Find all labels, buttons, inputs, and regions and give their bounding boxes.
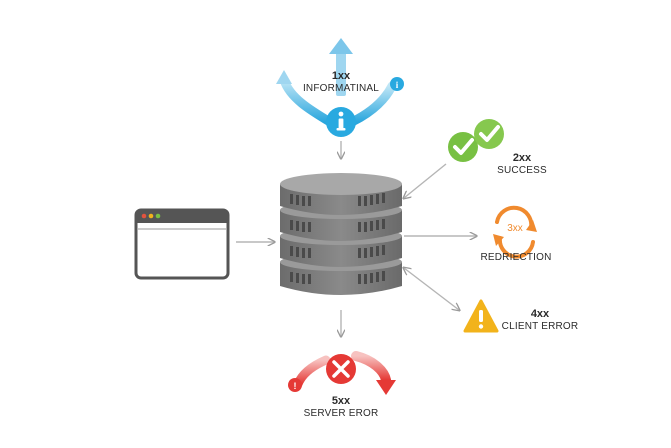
server-error-name: SERVER EROR xyxy=(303,407,379,419)
success-name: SUCCESS xyxy=(497,164,547,176)
server-error-label: 5xx SERVER EROR xyxy=(296,395,386,419)
warning-icon xyxy=(463,299,499,333)
informational-group: i xyxy=(276,38,404,137)
redirection-label: REDRIECTION xyxy=(476,252,556,264)
server-error-right-arrow xyxy=(351,351,391,385)
redirection-code: 3xx xyxy=(507,223,523,234)
browser-window-icon xyxy=(134,208,230,280)
informational-label: 1xx INFORMATINAL xyxy=(296,70,386,94)
error-badge-small-icon: ! xyxy=(288,378,302,392)
client-error-code: 4xx xyxy=(530,308,550,320)
connector-client-error xyxy=(404,268,459,310)
server-error-left-arrow xyxy=(293,355,331,389)
informational-left-arrowhead xyxy=(276,70,292,84)
circular-arrows-icon xyxy=(493,205,537,259)
informational-left-arrow xyxy=(279,75,335,127)
svg-text:!: ! xyxy=(294,381,297,391)
redirection-code-label: 3xx xyxy=(500,223,530,235)
info-icon xyxy=(326,107,356,137)
x-icon xyxy=(326,354,356,384)
success-code: 2xx xyxy=(512,152,532,164)
informational-up-arrowhead xyxy=(329,38,353,54)
server-stack-icon xyxy=(280,173,402,295)
connector-success xyxy=(404,163,447,198)
double-check-icon xyxy=(448,119,504,162)
svg-text:i: i xyxy=(396,80,399,90)
informational-name: INFORMATINAL xyxy=(302,82,380,94)
server-error-code: 5xx xyxy=(331,395,351,407)
informational-code: 1xx xyxy=(331,70,351,82)
client-error-label: 4xx CLIENT ERROR xyxy=(496,308,584,332)
client-error-name: CLIENT ERROR xyxy=(501,320,579,332)
redirection-name: REDRIECTION xyxy=(480,252,552,263)
info-badge-small-icon: i xyxy=(390,77,404,91)
success-label: 2xx SUCCESS xyxy=(486,152,558,176)
informational-up-arrow xyxy=(336,52,346,96)
server-error-group: ! xyxy=(288,351,396,395)
informational-right-arrow xyxy=(347,81,397,127)
server-error-right-arrowhead xyxy=(376,380,396,395)
